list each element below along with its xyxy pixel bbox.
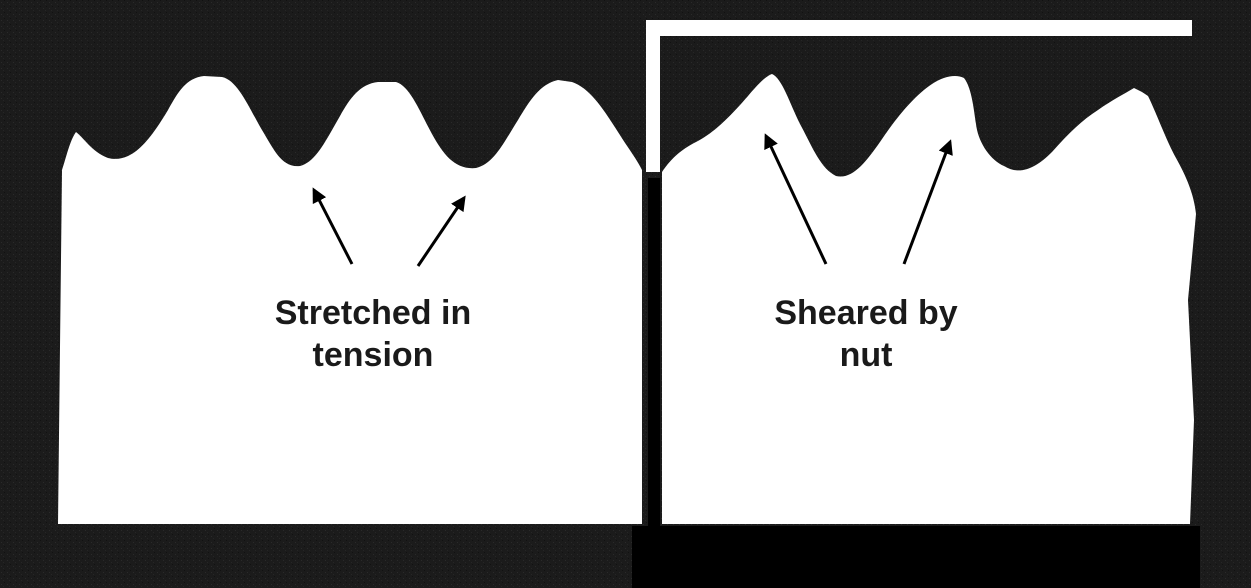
- caption-right-line1: Sheared by: [774, 294, 958, 332]
- caption-stretched-in-tension: Stretched in tension: [228, 292, 518, 376]
- left-arrow-1: [312, 187, 354, 265]
- caption-left-line2: tension: [312, 336, 434, 374]
- right-arrow-1: [764, 133, 828, 265]
- center-divider: [648, 178, 660, 526]
- right-arrow-2: [902, 139, 953, 265]
- left-arrow-2: [416, 195, 466, 267]
- caption-right-line2: nut: [839, 336, 893, 374]
- caption-sheared-by-nut: Sheared by nut: [716, 292, 1016, 376]
- nut-outline-bar: [646, 20, 1192, 172]
- left-thread-profile: [58, 76, 642, 524]
- caption-left-line1: Stretched in: [274, 294, 472, 332]
- right-thread-profile: [662, 74, 1196, 524]
- nut-base-block: [632, 526, 1200, 588]
